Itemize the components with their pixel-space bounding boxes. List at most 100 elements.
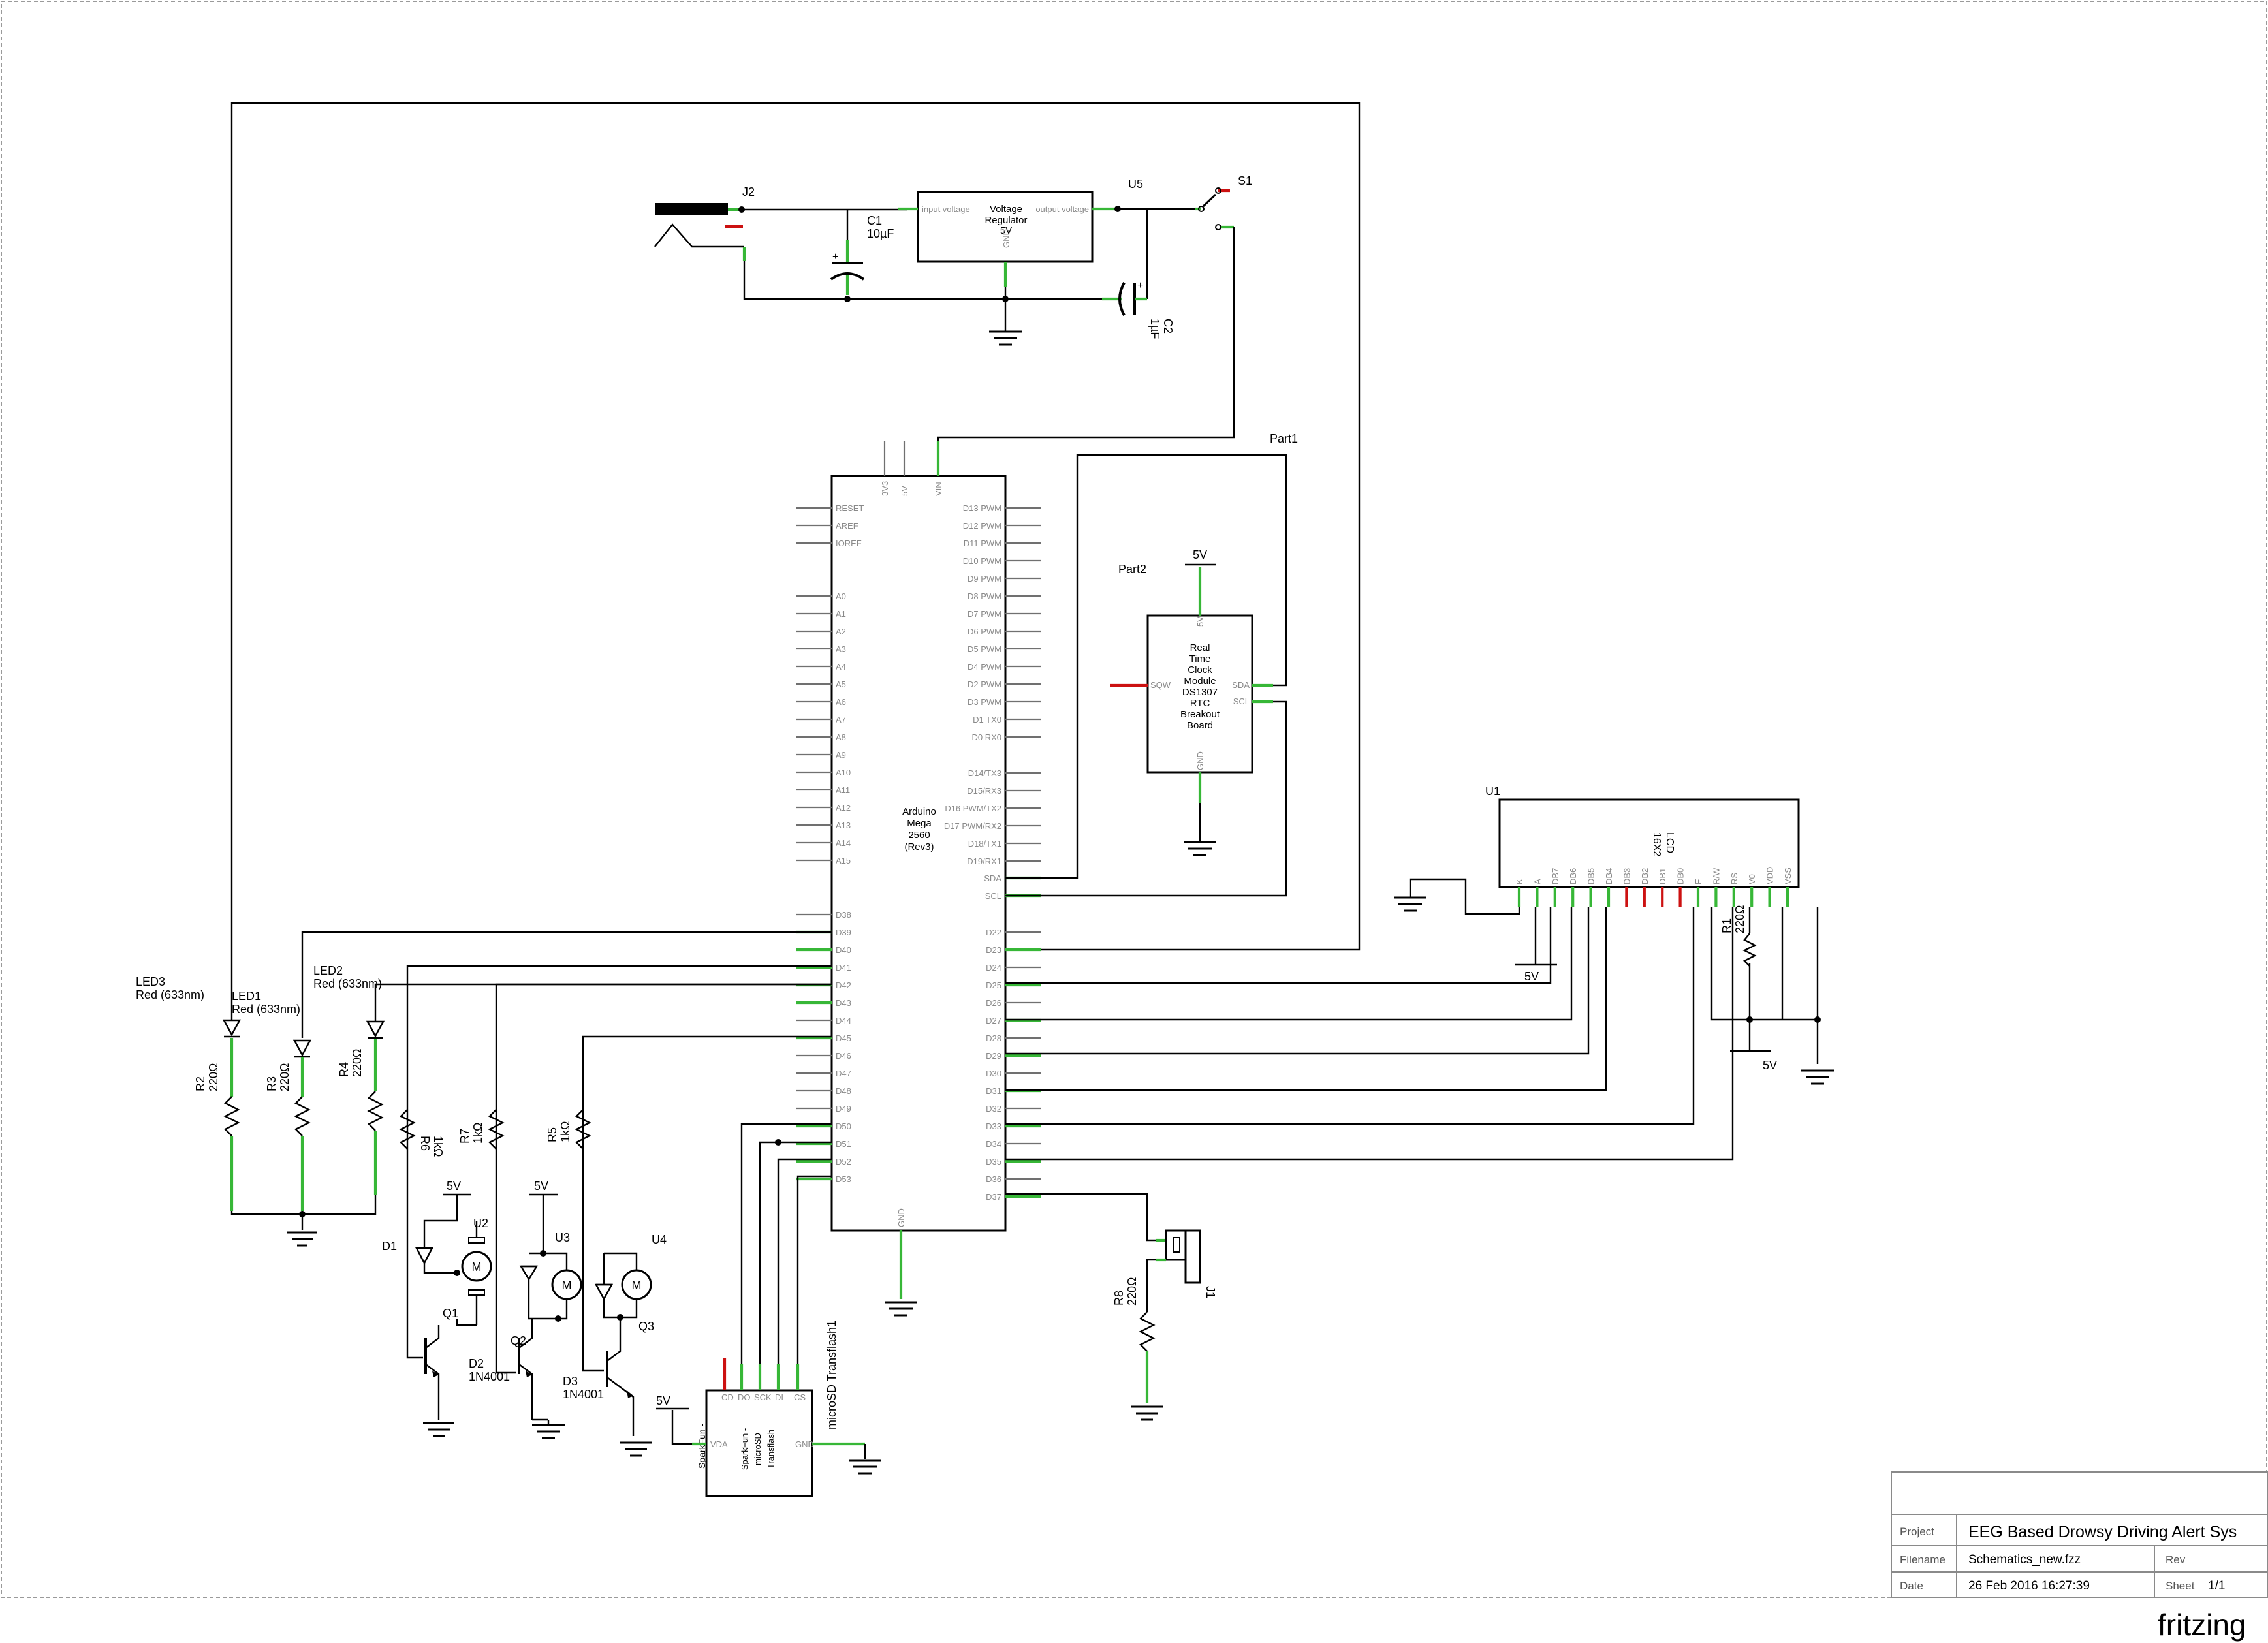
r8-ref: R8: [1112, 1291, 1126, 1306]
r6-ref: R6: [418, 1136, 432, 1151]
motor-u2: [461, 1251, 492, 1282]
led-section: LED3 Red (633nm) R2 220Ω LED1 Red (633nm…: [136, 964, 385, 1247]
tb-sheet: 1/1: [2208, 1579, 2225, 1593]
sd-pin-do: DO: [738, 1392, 751, 1402]
led2-symbol: [366, 1020, 385, 1038]
mega-left-pin-label: D43: [836, 998, 851, 1008]
c2-value: 1µF: [1148, 319, 1161, 339]
lcd-pin-label: DB0: [1676, 868, 1686, 884]
mega-right-pin-label: D7 PWM: [968, 609, 1001, 619]
rtc-pin-gnd: GND: [1195, 751, 1205, 770]
c2-ref: C2: [1161, 319, 1174, 334]
tb-date-key: Date: [1900, 1580, 1923, 1592]
mega-right-pin-label: D37: [986, 1192, 1001, 1202]
lcd-pin-label: E: [1693, 879, 1703, 884]
mega-left-pin-label: AREF: [836, 521, 858, 531]
led1-ref: LED1: [232, 990, 261, 1003]
u4-m: M: [632, 1279, 642, 1292]
lcd-pin-label: VDD: [1765, 867, 1775, 884]
resistor-r5: [575, 1109, 591, 1150]
ground-symbol: [620, 1441, 652, 1457]
mega-left-pin-label: D42: [836, 980, 851, 990]
led1-color: Red (633nm): [232, 1003, 300, 1016]
d2-symbol: [519, 1265, 539, 1281]
mega-left-pin-label: D52: [836, 1157, 851, 1166]
tb-sheet-key: Sheet: [2166, 1580, 2195, 1592]
led3-symbol: [222, 1019, 242, 1037]
sd-text-1: SparkFun -: [697, 1423, 707, 1469]
r7-ref: R7: [458, 1129, 471, 1144]
mega-name-2: Mega: [907, 818, 932, 829]
mega-left-pin-label: D47: [836, 1069, 851, 1078]
mega-left-pin-label: D40: [836, 945, 851, 955]
dc-jack-symbol: [654, 223, 744, 248]
mega-right-pin-label: D30: [986, 1069, 1001, 1078]
mega-right-pin-label: D28: [986, 1033, 1001, 1043]
rtc-text-2: Time: [1189, 653, 1211, 665]
mega-left-pin-label: A3: [836, 644, 846, 654]
tb-filename-key: Filename: [1900, 1554, 1945, 1566]
r4-ref: R4: [338, 1062, 351, 1077]
mega-pin-vin: VIN: [934, 482, 943, 496]
led3-color: Red (633nm): [136, 988, 204, 1001]
lcd-pin-label: DB1: [1658, 868, 1667, 884]
u3-m: M: [562, 1279, 572, 1292]
mega-right-pin-label: D13 PWM: [963, 503, 1001, 513]
ground-symbol: [885, 1301, 917, 1317]
mega-right-pin-label: SCL: [985, 891, 1001, 901]
ground-symbol: [287, 1231, 317, 1247]
buzzer-section: J1 R8 220Ω: [1112, 1229, 1217, 1421]
mega-left-pin-label: D41: [836, 963, 851, 973]
regulator-in-pin: input voltage: [922, 204, 970, 214]
mega-left-pin-label: A4: [836, 662, 846, 672]
lcd-pin-label: DB2: [1640, 868, 1650, 884]
led3-ref: LED3: [136, 975, 165, 988]
mega-right-pin-label: D17 PWM/RX2: [944, 821, 1001, 831]
mega-left-pin-label: A0: [836, 591, 846, 601]
rtc-part2-label: Part2: [1118, 563, 1146, 576]
mega-right-pin-label: D8 PWM: [968, 591, 1001, 601]
mega-left-pin-label: D48: [836, 1086, 851, 1096]
lcd-pin-label: VSS: [1783, 868, 1793, 884]
mega-right-pin-label: D19/RX1: [967, 856, 1001, 866]
mega-right-pin-label: D23: [986, 945, 1001, 955]
mega-right-pin-label: D32: [986, 1104, 1001, 1114]
rtc-pin-5v: 5V: [1195, 616, 1205, 627]
lcd-pin-label: DB5: [1586, 868, 1596, 884]
mega-right-pin-label: D22: [986, 928, 1001, 937]
r1-value: 220Ω: [1733, 905, 1746, 934]
q3-ref: Q3: [638, 1320, 654, 1333]
mega-left-pin-label: D51: [836, 1139, 851, 1149]
mega-left-pin-label: D45: [836, 1033, 851, 1043]
voltage-regulator: [917, 191, 1094, 263]
mega-left-pin-label: D46: [836, 1051, 851, 1061]
mega-left-pin-label: A1: [836, 609, 846, 619]
lcd-body: [1498, 798, 1800, 888]
buzzer-j1: [1165, 1229, 1187, 1261]
u2-ref: U2: [473, 1217, 488, 1230]
sd-supply: 5V: [656, 1394, 670, 1407]
lcd-ref: U1: [1485, 785, 1500, 798]
ground-symbol: [1394, 896, 1426, 912]
r2-value: 220Ω: [207, 1063, 220, 1092]
mega-right-pin-label: D16 PWM/TX2: [945, 804, 1001, 813]
mega-right-pin-label: D35: [986, 1157, 1001, 1166]
mega-left-pin-label: D44: [836, 1016, 851, 1025]
sd-pin-vda: VDA: [710, 1439, 728, 1449]
rtc-pin-sda: SDA: [1232, 680, 1250, 690]
mega-left-pin-label: D49: [836, 1104, 851, 1114]
tb-filename: Schematics_new.fzz: [1968, 1553, 2081, 1567]
mega-right-pin-label: D12 PWM: [963, 521, 1001, 531]
mega-right-pin-label: D5 PWM: [968, 644, 1001, 654]
lcd-pin-label: DB6: [1568, 868, 1578, 884]
tb-project-key: Project: [1900, 1526, 1934, 1538]
ground-symbol: [1184, 841, 1216, 856]
tb-date: 26 Feb 2016 16:27:39: [1968, 1579, 2090, 1593]
mega-right-pin-label: D15/RX3: [967, 786, 1001, 796]
q2-ref: Q2: [511, 1334, 526, 1347]
ground-symbol: [849, 1459, 881, 1475]
resistor-r1: [1742, 933, 1757, 967]
mega-right-pin-label: D10 PWM: [963, 556, 1001, 566]
sd-text-2: microSD: [753, 1433, 763, 1465]
ground-symbol: [989, 330, 1022, 346]
